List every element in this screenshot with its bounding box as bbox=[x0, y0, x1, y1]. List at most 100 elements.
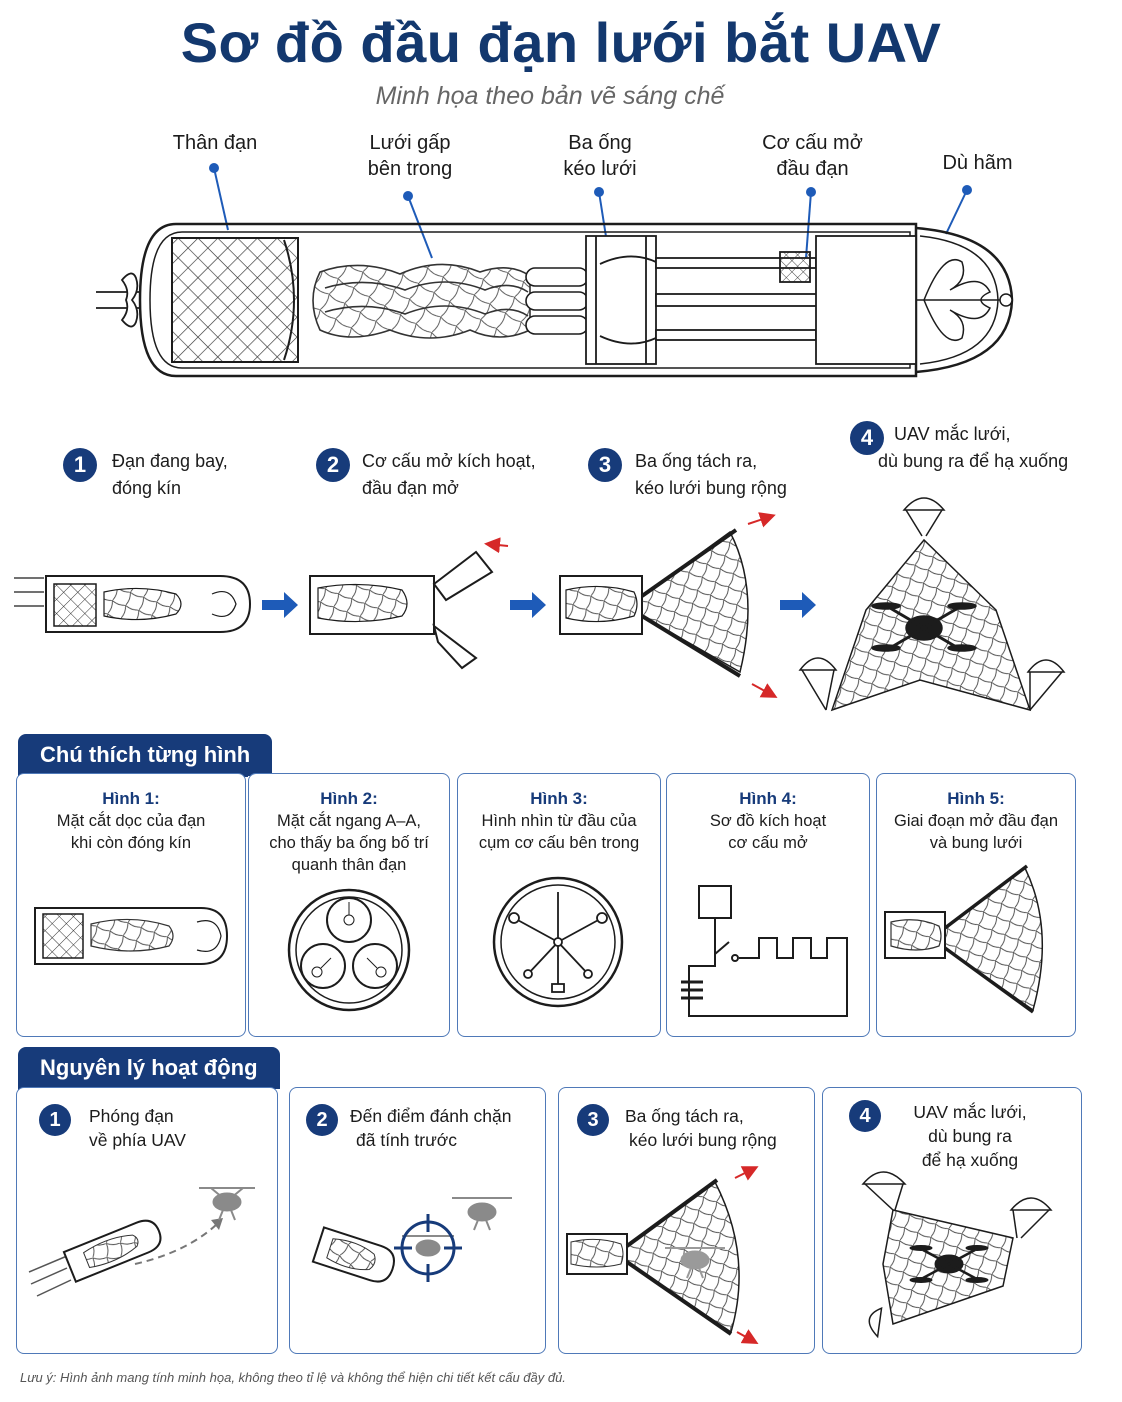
legend-card-2-desc2: cho thấy ba ống bố trí bbox=[269, 834, 429, 852]
principle-1-line2: về phía UAV bbox=[89, 1130, 186, 1150]
legend-card-3-desc1: Hình nhìn từ đầu của bbox=[481, 812, 637, 830]
drogue-chute-section bbox=[916, 258, 1013, 342]
legend-card-5-desc1: Giai đoạn mở đầu đạn bbox=[893, 812, 1058, 830]
legend-card-3-desc2: cụm cơ cấu bên trong bbox=[478, 834, 640, 852]
step-1-line2: đóng kín bbox=[112, 478, 182, 498]
folded-net bbox=[312, 263, 531, 339]
callout-open-mechanism-line1: Cơ cấu mở bbox=[762, 132, 863, 154]
step-2-projectile bbox=[309, 537, 509, 670]
principle-card-2: 2 Đến điểm đánh chặn đã tính trước bbox=[289, 1087, 546, 1354]
leader-lines bbox=[209, 163, 972, 263]
uav-icon bbox=[871, 602, 977, 652]
legend-card-2-desc1: Mặt cắt ngang A–A, bbox=[276, 812, 421, 830]
principle-section-title: Nguyên lý hoạt động bbox=[18, 1047, 280, 1089]
flow-arrows bbox=[262, 592, 816, 618]
callout-folded-net-line1: Lưới gấp bbox=[369, 132, 451, 154]
pull-tubes bbox=[525, 267, 589, 335]
legend-card-4-desc2: cơ cấu mở bbox=[728, 834, 808, 852]
principle-3-line1: Ba ống tách ra, bbox=[625, 1106, 744, 1126]
principle-card-4: 4 UAV mắc lưới, dù bung ra để hạ xuống bbox=[822, 1087, 1082, 1354]
legend-card-1-desc1: Mặt cắt dọc của đạn bbox=[56, 812, 206, 830]
legend-card-4-title: Hình 4: bbox=[739, 789, 797, 808]
callout-folded-net-line2: bên trong bbox=[367, 158, 453, 180]
step-1-badge: 1 bbox=[63, 448, 97, 482]
page-title: Sơ đồ đầu đạn lưới bắt UAV bbox=[180, 11, 942, 74]
principle-2-badge: 2 bbox=[306, 1104, 338, 1136]
step-4-captured-uav bbox=[798, 497, 1066, 712]
step-2-badge: 2 bbox=[316, 448, 350, 482]
target-crosshair-icon bbox=[394, 1214, 462, 1282]
callout-three-tubes-line2: kéo lưới bbox=[563, 158, 637, 180]
principle-4-uav-icon bbox=[909, 1245, 989, 1283]
legend-card-4: Hình 4: Sơ đồ kích hoạt cơ cấu mở bbox=[666, 773, 870, 1037]
step-4-badge: 4 bbox=[850, 421, 884, 455]
step-3-text: Ba ống tách ra, kéo lưới bung rộng bbox=[635, 448, 815, 502]
principle-4-line2: dù bung ra bbox=[928, 1126, 1012, 1146]
step-3-net-deploy bbox=[559, 512, 778, 698]
principle-2-text: Đến điểm đánh chặn đã tính trước bbox=[350, 1104, 540, 1152]
legend-card-2: Hình 2: Mặt cắt ngang A–A, cho thấy ba ố… bbox=[248, 773, 450, 1037]
principle-4-illustration bbox=[861, 1171, 1053, 1339]
principle-3-text: Ba ống tách ra, kéo lưới bung rộng bbox=[625, 1104, 810, 1152]
legend-card-2-title: Hình 2: bbox=[320, 789, 378, 808]
callout-drogue-chute-label: Dù hãm bbox=[942, 152, 1013, 174]
principle-1-illustration bbox=[28, 1187, 255, 1297]
legend-card-3-title: Hình 3: bbox=[530, 789, 588, 808]
step-2-line1: Cơ cấu mở kích hoạt, bbox=[362, 451, 536, 471]
bulkhead-mechanism bbox=[585, 235, 917, 365]
step-3-badge: 3 bbox=[588, 448, 622, 482]
callout-open-mechanism-line2: đầu đạn bbox=[776, 158, 849, 180]
step-4-text: UAV mắc lưới, dù bung ra để hạ xuống bbox=[878, 421, 1078, 475]
legend-card-5: Hình 5: Giai đoạn mở đầu đạn và bung lướ… bbox=[876, 773, 1076, 1037]
principle-1-text: Phóng đạn về phía UAV bbox=[89, 1104, 269, 1152]
fig3-front-view bbox=[492, 876, 624, 1008]
principle-1-uav-icon bbox=[199, 1187, 255, 1221]
step-2-line2: đầu đạn mở bbox=[362, 478, 459, 498]
page-subtitle: Minh họa theo bản vẽ sáng chế bbox=[375, 82, 725, 110]
callout-open-mechanism: Cơ cấu mở đầu đạn bbox=[740, 130, 885, 182]
fig4-trigger-circuit bbox=[681, 885, 848, 1017]
step-1-text: Đạn đang bay, đóng kín bbox=[112, 448, 282, 502]
callout-folded-net: Lưới gấp bên trong bbox=[340, 130, 480, 182]
principle-2-illustration bbox=[311, 1197, 512, 1283]
legend-card-5-title: Hình 5: bbox=[947, 789, 1005, 808]
step-3-line1: Ba ống tách ra, bbox=[635, 451, 758, 471]
step-4-line2: dù bung ra để hạ xuống bbox=[878, 451, 1069, 471]
fig5-net-deploy bbox=[884, 864, 1043, 1014]
principle-1-badge: 1 bbox=[39, 1104, 71, 1136]
principle-3-line2: kéo lưới bung rộng bbox=[629, 1130, 777, 1150]
deployment-sequence bbox=[14, 497, 1066, 712]
legend-card-1-desc2: khi còn đóng kín bbox=[70, 834, 192, 852]
principle-4-line1: UAV mắc lưới, bbox=[913, 1102, 1027, 1122]
legend-card-5-desc2: và bung lưới bbox=[929, 834, 1023, 852]
tail-fins bbox=[96, 272, 140, 328]
principle-4-badge: 4 bbox=[849, 1100, 881, 1132]
principle-2-line2: đã tính trước bbox=[356, 1130, 458, 1150]
principle-3-badge: 3 bbox=[577, 1104, 609, 1136]
callout-body: Thân đạn bbox=[150, 130, 280, 156]
principle-1-line1: Phóng đạn bbox=[89, 1106, 174, 1126]
main-section-diagram bbox=[96, 163, 1014, 378]
callout-three-tubes-line1: Ba ống bbox=[568, 132, 632, 154]
fig1-longitudinal-section bbox=[34, 907, 229, 965]
step-3-line2: kéo lưới bung rộng bbox=[635, 478, 787, 498]
principle-3-illustration bbox=[566, 1166, 759, 1344]
footnote: Lưu ý: Hình ảnh mang tính minh họa, khôn… bbox=[20, 1370, 566, 1385]
legend-section-title: Chú thích từng hình bbox=[18, 734, 273, 776]
principle-4-line3: để hạ xuống bbox=[921, 1150, 1019, 1170]
step-4-line1: UAV mắc lưới, bbox=[894, 424, 1011, 444]
callout-three-tubes: Ba ống kéo lưới bbox=[535, 130, 665, 182]
callout-drogue-chute: Dù hãm bbox=[920, 150, 1035, 176]
principle-card-1: 1 Phóng đạn về phía UAV bbox=[16, 1087, 278, 1354]
principle-2-line1: Đến điểm đánh chặn bbox=[350, 1106, 512, 1126]
legend-card-1-title: Hình 1: bbox=[102, 789, 160, 808]
step-2-text: Cơ cấu mở kích hoạt, đầu đạn mở bbox=[362, 448, 562, 502]
rear-net-pack bbox=[171, 237, 299, 363]
callout-body-label: Thân đạn bbox=[172, 132, 258, 154]
legend-card-3: Hình 3: Hình nhìn từ đầu của cụm cơ cấu … bbox=[457, 773, 661, 1037]
legend-card-4-desc1: Sơ đồ kích hoạt bbox=[709, 812, 827, 830]
principle-card-3: 3 Ba ống tách ra, kéo lưới bung rộng bbox=[558, 1087, 815, 1354]
fig2-cross-section bbox=[287, 888, 411, 1012]
legend-card-2-desc3: quanh thân đạn bbox=[291, 856, 407, 874]
principle-4-text: UAV mắc lưới, dù bung ra để hạ xuống bbox=[895, 1100, 1045, 1172]
